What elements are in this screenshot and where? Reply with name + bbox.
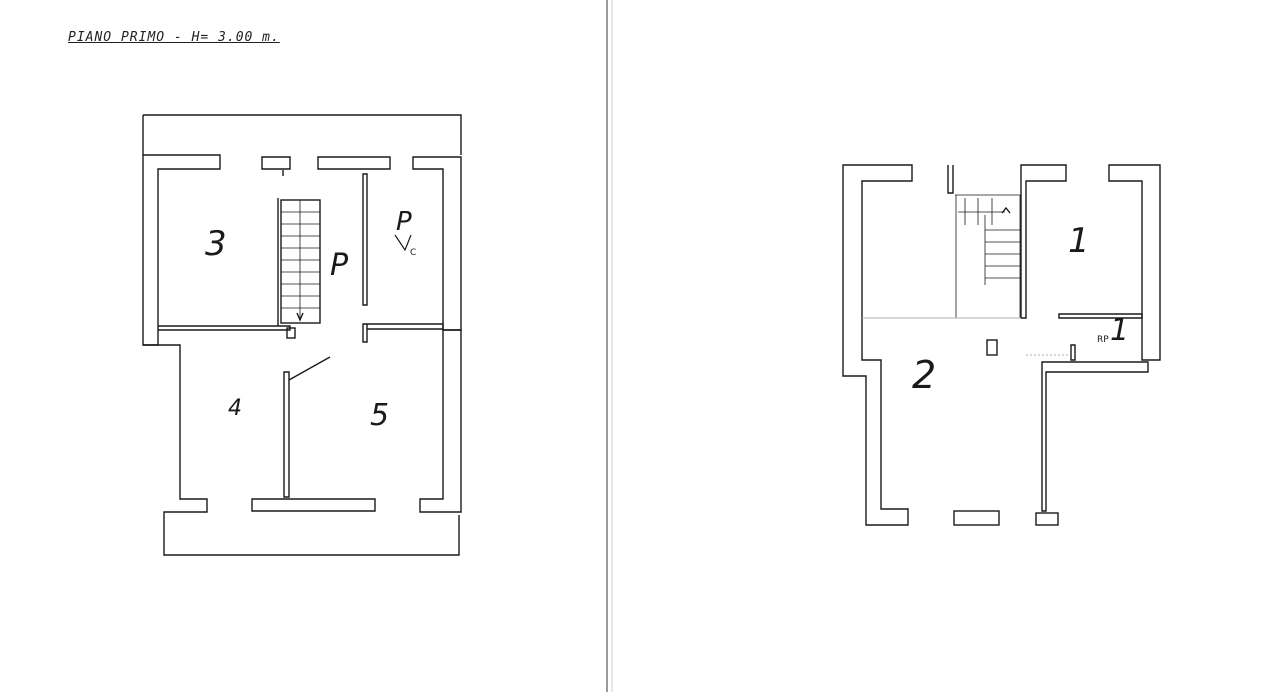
room-label-rp: RP [1097, 335, 1109, 345]
partition-corridor [362, 173, 368, 306]
room-label-c: C [410, 248, 416, 258]
wall-sw [143, 344, 208, 515]
wall-stair-top [947, 165, 954, 194]
column-right [1035, 512, 1059, 526]
room-label-3: 3 [205, 224, 227, 264]
partition-rp [1058, 313, 1143, 319]
left-plan-bottom-outline [163, 515, 460, 556]
window-south [251, 498, 376, 512]
bath-fixture-mark [394, 234, 412, 252]
left-plan-top-outline [142, 114, 462, 155]
wall-west [842, 164, 913, 526]
left-room-labels: 3 4 5 P P C [205, 207, 416, 433]
partition-room4 [283, 371, 290, 498]
door-swing-line [288, 356, 331, 381]
partition-stub [1070, 344, 1076, 361]
staircase-left [280, 199, 321, 324]
room-label-rp-mark: 1 [1110, 313, 1129, 348]
column-right-center [986, 339, 998, 356]
stair-arrow [296, 312, 304, 322]
floor-heading: PIANO PRIMO - H= 3.00 m. [68, 30, 280, 45]
room-label-p: P [330, 248, 349, 283]
wall-south-east [1041, 361, 1149, 512]
room-label-5: 5 [370, 398, 389, 433]
wall-center [1020, 164, 1067, 319]
right-floor-plan [842, 164, 1161, 526]
room-label-1: 1 [1068, 221, 1090, 261]
room-label-4: 4 [228, 396, 242, 421]
room-label-c-mark: P [396, 207, 412, 237]
wall-east [1108, 164, 1161, 361]
window-chimney [261, 156, 291, 170]
wall-se [419, 329, 462, 513]
room-label-2: 2 [912, 353, 936, 397]
window-north [317, 156, 391, 170]
staircase-right-treads [958, 198, 1020, 285]
staircase-left-treads [281, 200, 320, 318]
wall-ne [412, 156, 462, 331]
partition-room3 [158, 325, 291, 331]
window-right-south [953, 510, 1000, 526]
stair-arrow-right [1001, 206, 1011, 214]
right-room-labels: 1 2 1 RP [912, 221, 1129, 397]
partition-bath [362, 323, 444, 343]
column [286, 327, 296, 339]
left-floor-plan [142, 114, 462, 556]
